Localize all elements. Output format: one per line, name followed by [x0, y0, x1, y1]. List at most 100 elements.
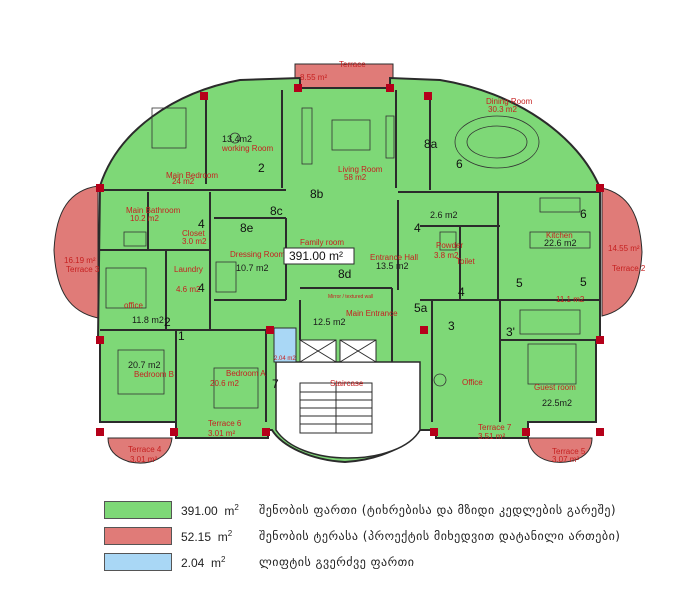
powder-label: Powder	[436, 241, 463, 250]
legend-swatch-terrace	[104, 527, 172, 545]
laundry-label: Laundry	[174, 265, 203, 274]
terrace-6-area: 3.01 m²	[208, 429, 235, 438]
terrace-7-label: Terrace 7	[478, 423, 512, 432]
dressing-room-area: 10.7 m2	[236, 263, 269, 273]
lift-area	[273, 327, 297, 363]
axis-mark: 6	[456, 157, 463, 171]
living-room-area: 58 m2	[344, 173, 367, 182]
axis-mark: 2	[258, 161, 265, 175]
axis-mark: 7	[272, 377, 279, 391]
office-left-label: office	[124, 301, 144, 310]
entrance-hall-label: Entrance Hall	[370, 253, 418, 262]
terrace-2	[601, 187, 643, 317]
columns	[96, 84, 604, 436]
powder-area: 3.8 m2	[434, 251, 459, 260]
legend-row-terrace: 52.15 m2 შენობის ტერასა (პროექტის მიხედვ…	[104, 526, 664, 546]
legend-text-floor: შენობის ფართი (ტიხრებისა და მზიდი კედლებ…	[259, 503, 617, 517]
legend-value-terrace: 52.15 m2	[181, 528, 233, 544]
terrace-7-area: 3.51 m²	[478, 432, 505, 441]
legend-row-floor: 391.00 m2 შენობის ფართი (ტიხრებისა და მზ…	[104, 500, 664, 520]
terrace-6-label: Terrace 6	[208, 419, 242, 428]
main-bathroom-area: 10.2 m2	[130, 214, 159, 223]
living-room-label: Living Room	[338, 165, 383, 174]
master-bedroom-area: 24 m2	[172, 177, 195, 186]
axis-mark: 2	[164, 315, 171, 329]
terrace-top-area: 8.55 m²	[300, 73, 327, 82]
kitchen-label: Kitchen	[546, 231, 573, 240]
terrace-3-area: 16.19 m²	[64, 256, 96, 265]
office-right-label: Office	[462, 378, 483, 387]
lift-area-label: 2.04 m2	[274, 356, 296, 362]
mirror-note: Mirror / textured wall	[328, 294, 373, 300]
terrace-4-label: Terrace 4	[128, 445, 162, 454]
staircase-core	[275, 361, 421, 459]
legend-swatch-lift	[104, 553, 172, 571]
axis-mark: 5	[516, 276, 523, 290]
axis-mark: 4	[414, 221, 421, 235]
kitchen-area: 22.6 m2	[544, 238, 577, 248]
legend-text-lift: ლიფტის გვერძვე ფართი	[259, 555, 415, 569]
legend-swatch-floor	[104, 501, 172, 519]
office-left-area: 11.8 m2	[132, 315, 164, 325]
guest-room-area: 22.5m2	[542, 398, 572, 408]
terrace-3-label: Terrace 3	[66, 265, 100, 274]
main-entrance-label: Main Entrance	[346, 309, 398, 318]
legend-text-terrace: შენობის ტერასა (პროექტის მიხედვით დატანი…	[259, 529, 621, 543]
bedroom-a-label: Bedroom A	[226, 369, 266, 378]
axis-mark: 8d	[338, 267, 351, 281]
bedroom-a-area: 20.6 m2	[210, 379, 239, 388]
working-room-area: 13.4m2	[222, 134, 252, 144]
axis-mark: 5a	[414, 301, 428, 315]
interior-walls	[100, 90, 600, 422]
dining-room-area: 30.3 m2	[488, 105, 517, 114]
guest-bath-area: 11.1 m2	[556, 295, 585, 304]
legend-value-lift: 2.04 m2	[181, 554, 226, 570]
furniture	[105, 107, 591, 409]
terrace-4-area: 3.01 m²	[130, 455, 157, 464]
elevators	[299, 339, 377, 363]
dining-room-label: Dining Room	[486, 97, 533, 106]
entrance-hall-area: 13.5 m2	[376, 261, 409, 271]
bedroom-b-area: 20.7 m2	[128, 360, 161, 370]
dressing-room-label: Dressing Room	[230, 250, 285, 259]
total-area-box	[283, 247, 355, 265]
terrace-2-label: Terrace 2	[612, 264, 646, 273]
terrace-5-label: Terrace 5	[552, 447, 586, 456]
axis-mark: 8c	[270, 204, 283, 218]
axis-mark: 8a	[424, 137, 438, 151]
axis-mark: 4	[198, 217, 205, 231]
axis-mark: 3	[448, 319, 455, 333]
guest-room-label: Guest room	[534, 383, 576, 392]
bedroom-b-label: Bedroom B	[134, 370, 174, 379]
axis-mark: 5	[580, 275, 587, 289]
axis-mark: 8e	[240, 221, 254, 235]
total-area-label: 391.00 m²	[289, 249, 343, 263]
axis-mark: 1	[178, 329, 185, 343]
working-room-label: working Room	[221, 144, 273, 153]
terrace-5	[527, 437, 593, 463]
stair-steps	[299, 382, 373, 434]
terrace-5-area: 3.07 m²	[552, 455, 579, 464]
axis-mark: 6	[580, 207, 587, 221]
main-entrance-area: 12.5 m2	[313, 317, 346, 327]
family-room-label: Family room	[300, 238, 344, 247]
axis-mark: 4	[458, 285, 465, 299]
axis-marks: 2 8a 6 8b 8c 8e 8d 4 5 5a 3 3' 1 2 4 4 6…	[164, 137, 587, 391]
legend-row-lift: 2.04 m2 ლიფტის გვერძვე ფართი	[104, 552, 664, 572]
closet-label: Closet	[182, 229, 205, 238]
axis-mark: 3'	[506, 325, 515, 339]
closet-area: 3.0 m2	[182, 237, 207, 246]
axis-mark: 8b	[310, 187, 324, 201]
terrace-4	[107, 437, 173, 464]
legend-value-floor: 391.00 m2	[181, 502, 239, 518]
terrace-3	[53, 185, 99, 319]
laundry-area: 4.6 m2	[176, 285, 201, 294]
master-bedroom-label: Main Bedroom	[166, 171, 218, 180]
toilet-label: Toilet	[456, 257, 475, 266]
staircase-label: Staircase	[330, 379, 364, 388]
axis-mark: 4	[198, 281, 205, 295]
main-bathroom-label: Main Bathroom	[126, 206, 181, 215]
floor-plan: Terrace 8.55 m² 16.19 m² Terrace 3 14.55…	[53, 60, 646, 464]
terrace-2-area: 14.55 m²	[608, 244, 640, 253]
pantry-area: 2.6 m2	[430, 210, 458, 220]
